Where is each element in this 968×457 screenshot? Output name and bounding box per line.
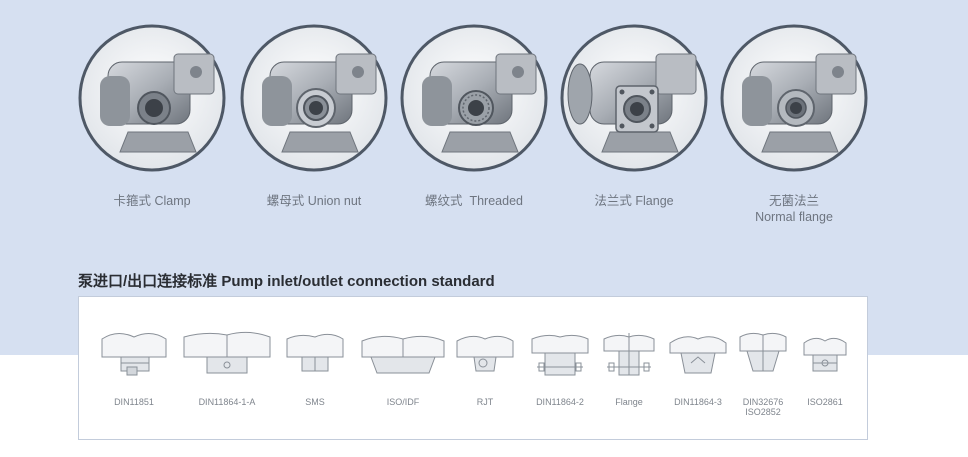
pump-caption-en: Threaded (469, 194, 523, 208)
connection-standards-panel: DIN11851 DIN11864-1-A SMS ISO/IDF RJT DI… (78, 296, 868, 440)
connection-label-din11851: DIN11851 (94, 397, 174, 407)
connection-drawing-iso2861[interactable] (801, 327, 849, 387)
connection-label-iso2861: ISO2861 (795, 397, 855, 407)
connection-drawing-din32676[interactable] (737, 327, 789, 387)
pump-image-union-nut[interactable] (240, 24, 388, 172)
pump-caption-threaded: 螺纹式 Threaded (389, 193, 559, 209)
connection-label-text: DIN11864-2 (536, 397, 584, 407)
threaded-pump-icon (400, 24, 548, 172)
connection-drawing-din11864-2[interactable] (529, 327, 591, 387)
pump-caption-union-nut: 螺母式 Union nut (229, 193, 399, 209)
connection-label-rjt: RJT (455, 397, 515, 407)
pump-caption-flange: 法兰式 Flange (549, 193, 719, 209)
connection-label-text: DIN32676 (742, 397, 784, 407)
pump-image-threaded[interactable] (400, 24, 548, 172)
connection-label-text: DIN11864-1-A (198, 397, 256, 407)
connection-label-din32676: DIN32676 ISO2852 (733, 397, 793, 417)
din32676-connection-icon (739, 332, 787, 372)
connection-label-text: DIN11851 (114, 397, 154, 407)
pump-caption-cn: 无菌法兰 (768, 194, 819, 208)
connection-drawing-din11864-1-a[interactable] (181, 327, 273, 387)
connection-drawing-din11851[interactable] (99, 327, 169, 387)
pump-caption-en: Normal flange (755, 210, 833, 224)
pump-caption-cn: 螺纹式 (425, 194, 463, 208)
connection-drawing-din11864-3[interactable] (667, 327, 729, 387)
flange-pump-icon (560, 24, 708, 172)
pump-caption-en: Clamp (154, 194, 191, 208)
pump-caption-en: Flange (635, 194, 674, 208)
pump-caption-cn: 法兰式 (594, 194, 632, 208)
connection-label-text: SMS (305, 397, 325, 407)
union-nut-pump-icon (240, 24, 388, 172)
din11851-connection-icon (101, 333, 167, 376)
din11864-1-a-connection-icon (183, 331, 271, 374)
pump-caption-cn: 卡箍式 (113, 194, 151, 208)
connection-drawing-sms[interactable] (284, 327, 346, 387)
connection-label-sms: SMS (285, 397, 345, 407)
connection-label-text: ISO/IDF (386, 397, 420, 407)
connection-drawing-flange[interactable] (601, 327, 657, 387)
connection-label-text: Flange (615, 397, 643, 407)
connection-label-iso-idf: ISO/IDF (373, 397, 433, 407)
section-heading: 泵进口/出口连接标准 Pump inlet/outlet connection … (78, 273, 495, 290)
pump-image-flange[interactable] (560, 24, 708, 172)
pump-image-normal-flange[interactable] (720, 24, 868, 172)
normal-flange-pump-icon (720, 24, 868, 172)
pump-caption-cn: 螺母式 (266, 194, 305, 208)
pump-image-clamp[interactable] (78, 24, 226, 172)
din11864-3-connection-icon (669, 336, 727, 374)
flange-connection-icon (603, 333, 655, 376)
clamp-pump-icon (78, 24, 226, 172)
din11864-2-connection-icon (531, 334, 589, 376)
connection-label-din11864-3: DIN11864-3 (663, 397, 733, 407)
connection-label-text: DIN11864-3 (674, 397, 722, 407)
connection-label-text: ISO2861 (807, 397, 843, 407)
connection-drawing-iso-idf[interactable] (359, 327, 447, 387)
rjt-connection-icon (456, 335, 514, 372)
iso2861-connection-icon (803, 337, 847, 372)
connection-drawing-rjt[interactable] (454, 327, 516, 387)
connection-label-din11864-1-a: DIN11864-1-A (182, 397, 272, 407)
connection-label-din11864-2: DIN11864-2 (525, 397, 595, 407)
iso-idf-connection-icon (361, 335, 445, 374)
pump-caption-normal-flange: 无菌法兰 Normal flange (709, 193, 879, 225)
connection-label-text: RJT (476, 397, 494, 407)
pump-caption-clamp: 卡箍式 Clamp (67, 193, 237, 209)
connection-label-text-2: ISO2852 (745, 407, 781, 417)
pump-caption-en: Union nut (307, 194, 362, 208)
sms-connection-icon (286, 333, 344, 372)
connection-label-flange: Flange (599, 397, 659, 407)
